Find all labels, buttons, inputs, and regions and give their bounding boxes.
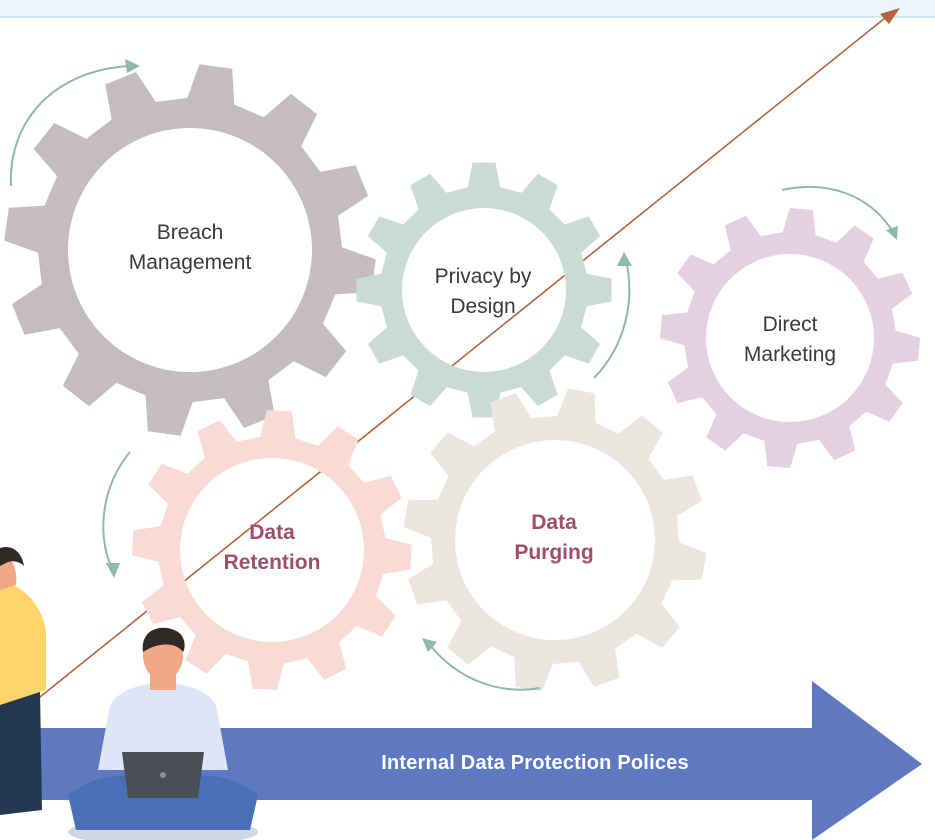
gear-label-line: Purging [514,541,594,565]
gear-label-privacy-by-design: Privacy by Design [413,262,553,323]
cycle-arrowhead-breach [125,59,140,73]
trend-arrowhead [880,8,900,24]
gear-label-breach-management: Breach Management [120,218,260,279]
cycle-arrowhead-purging [422,638,437,652]
gear-label-direct-marketing: Direct Marketing [720,310,860,371]
gear-label-line: Marketing [743,343,837,367]
gear-label-line: Breach [156,221,224,244]
gear-label-line: Retention [223,551,321,575]
gear-label-line: Direct [762,313,818,336]
gear-marketing [660,208,920,468]
gear-label-data-retention: Data Retention [202,518,342,579]
gear-breach [4,64,376,436]
gear-label-line: Design [450,295,516,319]
banner-label: Internal Data Protection Polices [381,752,689,774]
person-standing-illustration [0,546,46,815]
gear-label-line: Data [249,521,295,544]
gear-purging [403,388,707,692]
cycle-arrowhead-retention [106,563,120,578]
policy-banner-arrow [0,681,922,840]
cycle-arrow-retention [102,451,131,569]
cycle-arrow-privacy [593,259,631,379]
cycle-arrowhead-privacy [617,252,632,266]
cycle-arrowhead-marketing [886,226,898,240]
gear-retention [132,410,412,690]
cycle-arrow-marketing [781,186,894,233]
gear-label-line: Privacy by [434,265,532,288]
gear-label-line: Data [531,511,577,534]
gear-privacy [356,162,612,418]
person-laptop-illustration [68,627,258,840]
gear-label-line: Management [128,251,252,275]
gear-label-data-purging: Data Purging [484,508,624,569]
top-strip [0,0,935,18]
cycle-arrow-breach [9,65,131,187]
cycle-arrow-purging [429,644,541,691]
